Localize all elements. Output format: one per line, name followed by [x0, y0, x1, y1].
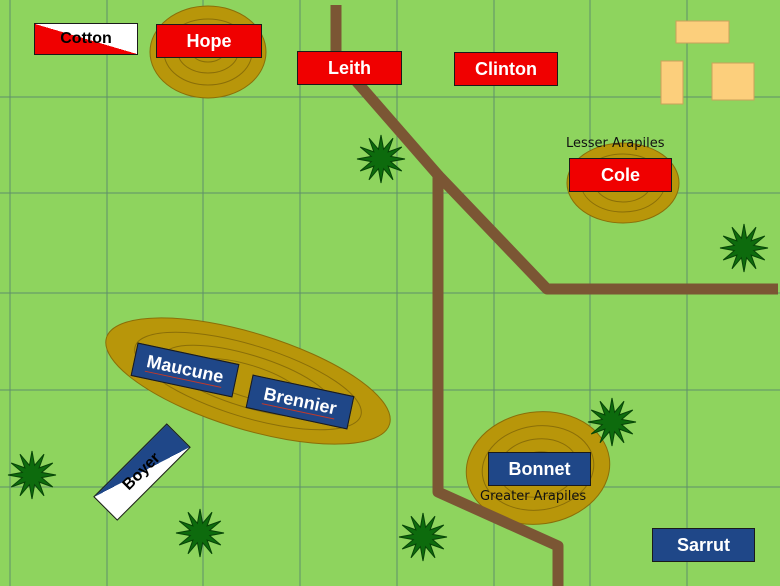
unit-sarrut-label: Sarrut	[676, 534, 730, 555]
unit-bonnet[interactable]: Bonnet	[488, 452, 591, 486]
tree-icon	[175, 508, 225, 558]
building	[711, 62, 755, 101]
unit-cole[interactable]: Cole	[569, 158, 672, 192]
unit-cotton[interactable]: Cotton	[34, 23, 138, 55]
road-north-south	[330, 5, 564, 586]
tree-icon	[356, 134, 406, 184]
unit-cotton-label: Cotton	[60, 30, 112, 47]
building	[675, 20, 730, 44]
unit-bonnet-label: Bonnet	[508, 458, 571, 479]
unit-sarrut[interactable]: Sarrut	[652, 528, 755, 562]
unit-leith-label: Leith	[328, 57, 371, 78]
roads	[330, 5, 778, 586]
unit-cole-label: Cole	[600, 164, 640, 185]
hill-maucune-ridge	[105, 317, 391, 445]
unit-clinton[interactable]: Clinton	[454, 52, 558, 86]
trees	[7, 134, 769, 562]
tree-icon	[398, 512, 448, 562]
building	[660, 60, 684, 105]
tree-icon	[587, 397, 637, 447]
unit-leith[interactable]: Leith	[297, 51, 402, 85]
unit-hope[interactable]: Hope	[156, 24, 262, 58]
tree-icon	[7, 450, 57, 500]
label-greater-arapiles: Greater Arapiles	[480, 489, 587, 504]
road-east	[434, 171, 778, 295]
unit-hope-label: Hope	[186, 30, 232, 51]
village-buildings	[660, 20, 755, 105]
label-lesser-arapiles: Lesser Arapiles	[566, 136, 665, 151]
unit-clinton-label: Clinton	[475, 58, 537, 79]
tree-icon	[719, 223, 769, 273]
